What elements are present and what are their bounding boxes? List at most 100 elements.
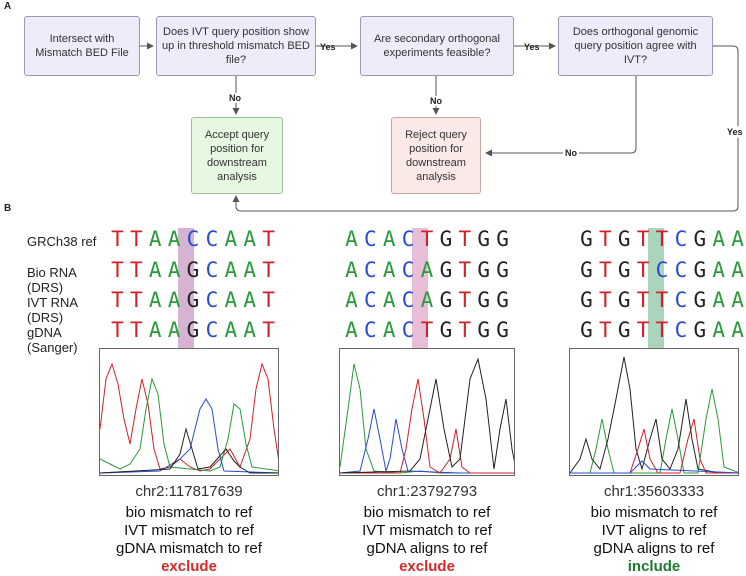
nucleotide: G (439, 227, 453, 251)
nucleotide: T (130, 318, 143, 342)
nucleotide: T (655, 227, 669, 251)
nucleotide: G (477, 258, 490, 282)
nucleotide: G (439, 318, 453, 342)
accept-position-box: Accept query position for downstream ana… (191, 117, 283, 194)
description-line-2b: IVT mismatch to ref (362, 522, 492, 539)
nucleotide: A (148, 258, 162, 282)
nucleotide: A (731, 288, 744, 312)
nucleotide: C (401, 258, 415, 282)
nucleotide: A (148, 227, 162, 251)
nucleotide: G (496, 227, 509, 251)
nucleotide: A (345, 227, 358, 251)
nucleotide: T (599, 288, 612, 312)
nucleotide: T (262, 318, 275, 342)
nucleotide: A (712, 258, 725, 282)
nucleotide: C (655, 258, 669, 282)
nucleotide: A (420, 288, 434, 312)
nucleotide: C (674, 227, 688, 251)
sanger-chromatogram-3 (569, 348, 739, 476)
nucleotide: A (382, 258, 396, 282)
nucleotide: A (345, 288, 358, 312)
flowchart-connectors (140, 42, 739, 212)
nucleotide: G (496, 258, 509, 282)
nucleotide: A (224, 227, 238, 251)
nucleotide: G (693, 227, 707, 251)
no-label-1: No (229, 93, 241, 103)
nucleotide: T (599, 227, 612, 251)
nucleotide: A (224, 288, 238, 312)
nucleotide: A (731, 227, 744, 251)
nucleotide: A (224, 258, 238, 282)
nucleotide: A (345, 318, 358, 342)
nucleotide: C (674, 258, 688, 282)
nucleotide: T (130, 227, 143, 251)
orthogonal-agree-question-box: Does orthogonal genomic query position a… (558, 16, 713, 76)
nucleotide: T (262, 227, 275, 251)
description-line-2c: gDNA aligns to ref (366, 540, 488, 557)
nucleotide: G (477, 288, 490, 312)
nucleotide: A (382, 227, 396, 251)
nucleotide: A (243, 288, 256, 312)
description-line-2a: bio mismatch to ref (363, 504, 491, 521)
row-label-gdna: gDNA (Sanger) (27, 325, 78, 355)
nucleotide: G (580, 288, 593, 312)
nucleotide: T (130, 258, 143, 282)
nucleotide: G (186, 318, 200, 342)
nucleotide: A (243, 258, 256, 282)
nucleotide: G (496, 288, 509, 312)
nucleotide: T (599, 318, 612, 342)
nucleotide: G (186, 258, 200, 282)
nucleotide: C (364, 227, 377, 251)
nucleotide: G (693, 318, 707, 342)
verdict-label-1: exclude (161, 558, 217, 575)
nucleotide: T (111, 318, 124, 342)
nucleotide: T (111, 288, 124, 312)
nucleotide: G (693, 258, 707, 282)
nucleotide: T (458, 288, 472, 312)
yes-label-2: Yes (524, 42, 540, 52)
nucleotide: C (364, 288, 377, 312)
nucleotide: T (636, 227, 650, 251)
row-label-bio: Bio RNA (DRS) (27, 265, 77, 295)
nucleotide: T (262, 288, 275, 312)
ivt-threshold-question-box: Does IVT query position show up in thres… (156, 16, 316, 76)
nucleotide: T (458, 258, 472, 282)
nucleotide: T (655, 288, 669, 312)
nucleotide: C (401, 318, 415, 342)
nucleotide: A (167, 288, 181, 312)
nucleotide: A (243, 318, 256, 342)
nucleotide: G (693, 288, 707, 312)
nucleotide: A (167, 227, 181, 251)
nucleotide: A (148, 318, 162, 342)
nucleotide: C (674, 288, 688, 312)
nucleotide: T (458, 227, 472, 251)
locus-label-1: chr2:117817639 (135, 483, 243, 500)
nucleotide: A (148, 288, 162, 312)
nucleotide: C (364, 318, 377, 342)
yes-label-3: Yes (727, 126, 743, 138)
panel-a-label: A (4, 1, 12, 12)
nucleotide: A (167, 258, 181, 282)
description-line-3b: IVT aligns to ref (601, 522, 707, 539)
intersect-bed-box: Intersect with Mismatch BED File (24, 16, 140, 76)
nucleotide: A (382, 318, 396, 342)
nucleotide: G (617, 258, 631, 282)
nucleotide: C (674, 318, 688, 342)
nucleotide: T (262, 258, 275, 282)
nucleotide: G (186, 288, 200, 312)
nucleotide: G (617, 318, 631, 342)
nucleotide: T (655, 318, 669, 342)
nucleotide: G (580, 227, 593, 251)
nucleotide: A (243, 227, 256, 251)
nucleotide: A (712, 318, 725, 342)
nucleotide: A (420, 258, 434, 282)
locus-label-3: chr1:35603333 (603, 483, 705, 500)
nucleotide: A (167, 318, 181, 342)
nucleotide: T (636, 258, 650, 282)
